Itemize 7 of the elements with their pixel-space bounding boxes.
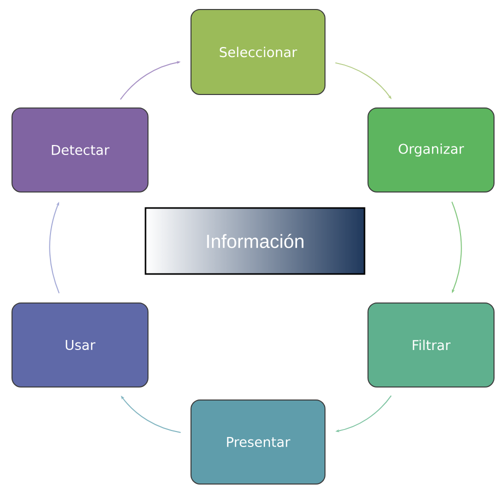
center-box: Información [144, 207, 366, 275]
process-box: Usar [12, 302, 148, 388]
process-box: Organizar [368, 108, 494, 192]
process-box: Filtrar [368, 302, 494, 388]
process-box: Presentar [190, 400, 326, 484]
process-box: Detectar [12, 108, 148, 192]
process-box: Seleccionar [190, 9, 326, 95]
